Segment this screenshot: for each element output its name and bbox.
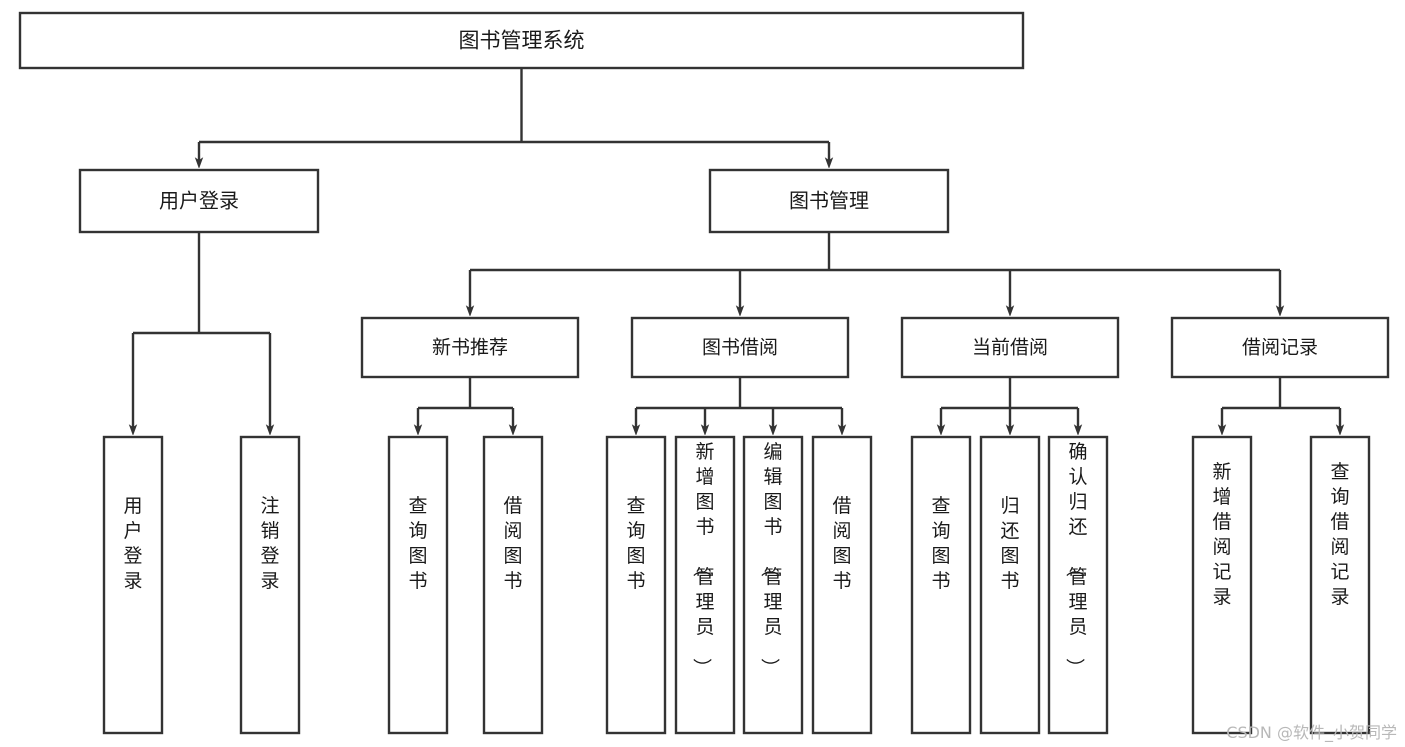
node-leaf-borrow-book-2[interactable]: 借阅图书: [811, 435, 873, 735]
node-leaf-query-book-3-label: 查询图书: [931, 495, 950, 592]
node-leaf-edit-book-box[interactable]: [742, 435, 804, 735]
node-book-borrow-label: 图书借阅: [702, 337, 778, 359]
node-leaf-logout-label: 注销登录: [260, 495, 279, 592]
node-new-book-rec-box[interactable]: [360, 316, 580, 379]
node-book-manage[interactable]: 图书管理: [708, 168, 950, 234]
node-leaf-query-record-box[interactable]: [1309, 435, 1371, 735]
node-leaf-query-book-2-box[interactable]: [605, 435, 667, 735]
node-current-borrow-label: 当前借阅: [972, 337, 1048, 359]
node-leaf-borrow-book-2-box[interactable]: [811, 435, 873, 735]
node-leaf-query-book-1[interactable]: 查询图书: [387, 435, 449, 735]
node-leaf-query-book-3[interactable]: 查询图书: [910, 435, 972, 735]
node-book-borrow[interactable]: 图书借阅: [630, 316, 850, 379]
node-borrow-record[interactable]: 借阅记录: [1170, 316, 1390, 379]
node-current-borrow[interactable]: 当前借阅: [900, 316, 1120, 379]
node-leaf-confirm-return-label: 确认归还（管理员）: [1063, 441, 1087, 677]
node-leaf-user-login-label: 用户登录: [123, 495, 142, 592]
node-book-borrow-box[interactable]: [630, 316, 850, 379]
node-leaf-add-book-label: 新增图书（管理员）: [690, 441, 714, 677]
edge-layer: [133, 68, 1340, 430]
node-user-login-label: 用户登录: [159, 189, 239, 213]
node-leaf-borrow-book-1-label: 借阅图书: [503, 495, 522, 592]
node-leaf-add-book-box[interactable]: [674, 435, 736, 735]
node-book-manage-label: 图书管理: [789, 189, 869, 213]
node-borrow-record-label: 借阅记录: [1242, 337, 1318, 359]
node-leaf-query-book-2-label: 查询图书: [626, 495, 645, 592]
node-borrow-record-box[interactable]: [1170, 316, 1390, 379]
node-leaf-add-record-label: 新增借阅记录: [1212, 461, 1231, 608]
node-leaf-user-login[interactable]: 用户登录: [102, 435, 164, 735]
node-leaf-return-book-label: 归还图书: [1000, 495, 1019, 592]
node-root-box[interactable]: [18, 11, 1025, 70]
node-root[interactable]: 图书管理系统: [18, 11, 1025, 70]
node-leaf-borrow-book-2-label: 借阅图书: [832, 495, 851, 592]
node-leaf-logout-box[interactable]: [239, 435, 301, 735]
node-leaf-query-record-label: 查询借阅记录: [1330, 461, 1349, 608]
node-leaf-add-book[interactable]: 新增图书（管理员）: [674, 435, 736, 735]
node-current-borrow-box[interactable]: [900, 316, 1120, 379]
node-leaf-borrow-book-1[interactable]: 借阅图书: [482, 435, 544, 735]
node-leaf-edit-book-label: 编辑图书（管理员）: [758, 441, 782, 677]
node-new-book-rec-label: 新书推荐: [432, 337, 508, 359]
node-leaf-user-login-box[interactable]: [102, 435, 164, 735]
node-leaf-logout[interactable]: 注销登录: [239, 435, 301, 735]
node-leaf-add-record-box[interactable]: [1191, 435, 1253, 735]
node-leaf-query-record[interactable]: 查询借阅记录: [1309, 435, 1371, 735]
node-root-label: 图书管理系统: [459, 29, 585, 53]
node-leaf-query-book-1-label: 查询图书: [408, 495, 427, 592]
node-leaf-query-book-2[interactable]: 查询图书: [605, 435, 667, 735]
node-leaf-add-record[interactable]: 新增借阅记录: [1191, 435, 1253, 735]
node-user-login-box[interactable]: [78, 168, 320, 234]
node-leaf-edit-book[interactable]: 编辑图书（管理员）: [742, 435, 804, 735]
node-leaf-confirm-return[interactable]: 确认归还（管理员）: [1047, 435, 1109, 735]
node-leaf-return-book-box[interactable]: [979, 435, 1041, 735]
node-book-manage-box[interactable]: [708, 168, 950, 234]
node-leaf-query-book-1-box[interactable]: [387, 435, 449, 735]
node-new-book-rec[interactable]: 新书推荐: [360, 316, 580, 379]
node-leaf-return-book[interactable]: 归还图书: [979, 435, 1041, 735]
node-leaf-query-book-3-box[interactable]: [910, 435, 972, 735]
node-user-login[interactable]: 用户登录: [78, 168, 320, 234]
node-leaf-borrow-book-1-box[interactable]: [482, 435, 544, 735]
node-leaf-confirm-return-box[interactable]: [1047, 435, 1109, 735]
